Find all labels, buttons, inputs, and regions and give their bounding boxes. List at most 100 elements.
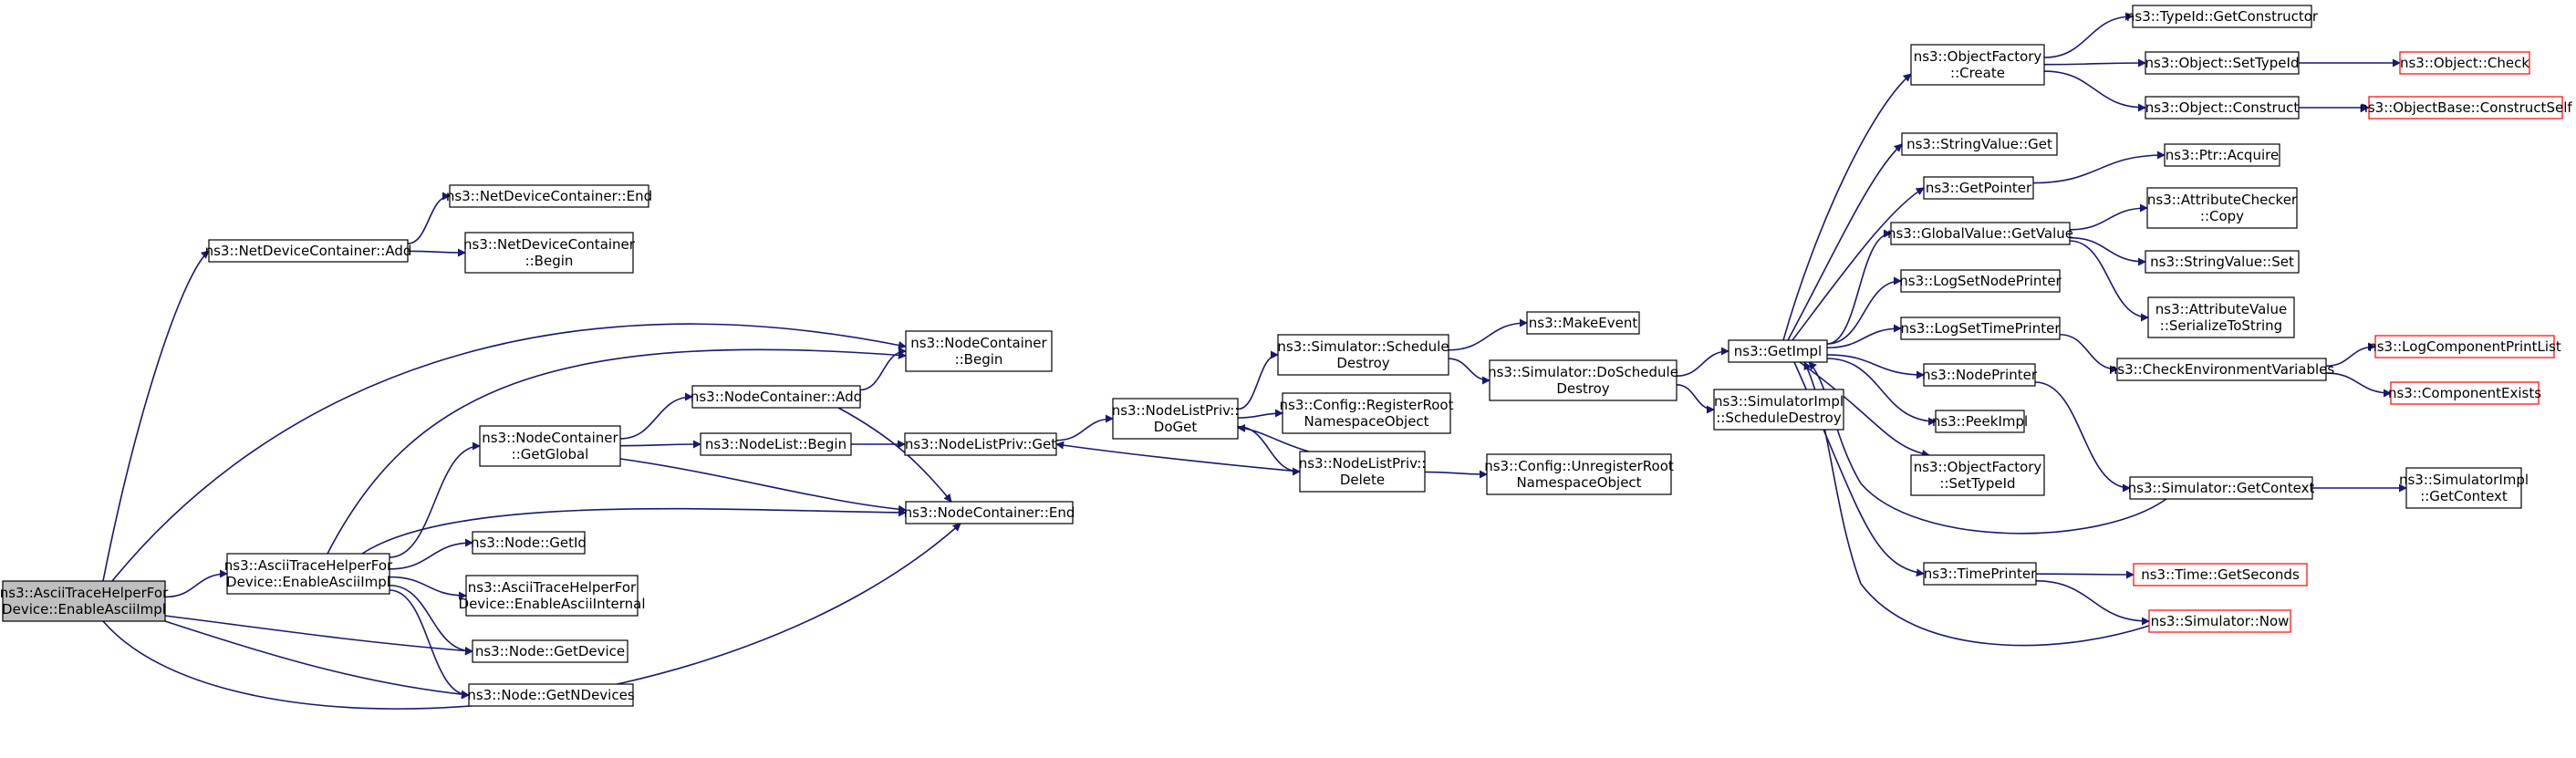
node-label-line: ::Begin	[525, 253, 574, 269]
graph-node-nlp-doget[interactable]: ns3::NodeListPriv::DoGet	[1112, 398, 1240, 440]
graph-node-node-getndevices[interactable]: ns3::Node::GetNDevices	[467, 683, 635, 707]
graph-node-nodeprinter[interactable]: ns3::NodePrinter	[1922, 363, 2038, 387]
node-label-line: ns3::AsciiTraceHelperFor	[0, 585, 169, 601]
node-box	[2148, 609, 2291, 633]
graph-node-simimpl-getcontext[interactable]: ns3::SimulatorImpl::GetContext	[2399, 467, 2529, 509]
node-box	[226, 553, 390, 595]
node-box	[1923, 363, 2036, 387]
node-label-line: ns3::Node::GetNDevices	[467, 687, 634, 703]
graph-node-ath-internal[interactable]: ns3::AsciiTraceHelperForDevice::EnableAs…	[459, 575, 646, 617]
node-label-line: ns3::NetDeviceContainer	[463, 236, 636, 253]
graph-node-attrchecker-copy[interactable]: ns3::AttributeChecker::Copy	[2146, 187, 2298, 229]
graph-node-logsetnodeprinter[interactable]: ns3::LogSetNodePrinter	[1899, 269, 2062, 293]
node-label-line: ns3::AttributeValue	[2155, 301, 2287, 317]
node-label-line: ns3::Simulator::DoSchedule	[1488, 364, 1678, 380]
graph-node-componentexists[interactable]: ns3::ComponentExists	[2388, 381, 2541, 405]
node-layer: ns3::AsciiTraceHelperForDevice::EnableAs…	[0, 5, 2572, 707]
graph-node-stringvalue-set[interactable]: ns3::StringValue::Set	[2145, 250, 2300, 274]
node-box	[1923, 562, 2037, 586]
graph-node-nc-begin[interactable]: ns3::NodeContainer::Begin	[905, 330, 1053, 372]
graph-node-peekimpl[interactable]: ns3::PeekImpl	[1932, 410, 2028, 433]
node-box	[449, 184, 649, 208]
call-edge-ath_impl-to-node_getndevices	[389, 589, 470, 700]
node-box	[468, 683, 634, 707]
graph-node-ath-impl[interactable]: ns3::AsciiTraceHelperForDevice::EnableAs…	[224, 553, 393, 595]
call-edge-globalvalue_getvalue-to-attrvalue_serialize	[2069, 240, 2149, 322]
graph-node-object-settypeid[interactable]: ns3::Object::SetTypeId	[2145, 51, 2300, 75]
node-box	[700, 432, 852, 456]
node-label-line: ns3::NodeListPriv::	[1299, 455, 1427, 472]
graph-node-sim-getcontext[interactable]: ns3::Simulator::GetContext	[2128, 476, 2315, 500]
graph-node-getimpl[interactable]: ns3::GetImpl	[1728, 339, 1828, 363]
node-label-line: ns3::ObjectFactory	[1914, 48, 2042, 65]
node-label-line: ns3::Config::UnregisterRoot	[1484, 458, 1674, 474]
graph-node-time-getseconds[interactable]: ns3::Time::GetSeconds	[2133, 563, 2308, 587]
graph-node-ndc-end[interactable]: ns3::NetDeviceContainer::End	[446, 184, 652, 208]
graph-node-typeid-getconstructor[interactable]: ns3::TypeId::GetConstructor	[2126, 5, 2319, 28]
node-box	[2147, 296, 2295, 338]
graph-node-simimpl-scheddestroy[interactable]: ns3::SimulatorImpl::ScheduleDestroy	[1713, 389, 1844, 431]
graph-node-stringvalue-get[interactable]: ns3::StringValue::Get	[1901, 132, 2058, 156]
graph-node-object-construct[interactable]: ns3::Object::Construct	[2145, 96, 2300, 119]
graph-node-objfactory-create[interactable]: ns3::ObjectFactory::Create	[1910, 44, 2045, 86]
graph-node-root[interactable]: ns3::AsciiTraceHelperForDevice::EnableAs…	[0, 580, 169, 622]
graph-node-sim-scheddestroy[interactable]: ns3::Simulator::ScheduleDestroy	[1277, 334, 1449, 376]
graph-node-logcomponentprintlist[interactable]: ns3::LogComponentPrintList	[2368, 335, 2561, 358]
node-label-line: ns3::Node::GetId	[471, 535, 587, 551]
graph-node-nc-end[interactable]: ns3::NodeContainer::End	[904, 501, 1075, 524]
graph-node-nc-getglobal[interactable]: ns3::NodeContainer::GetGlobal	[479, 425, 621, 467]
graph-node-objectbase-constructself[interactable]: ns3::ObjectBase::ConstructSelf	[2359, 96, 2572, 119]
call-edge-root-to-ath_impl	[164, 569, 228, 598]
call-edge-nc_add-to-nc_begin	[859, 347, 907, 391]
call-edge-getimpl-to-globalvalue_getvalue	[1826, 229, 1892, 345]
node-box	[2164, 143, 2280, 167]
node-box	[2129, 476, 2313, 500]
call-edge-sim_scheddestroy-to-sim_doscheddestroy	[1448, 358, 1491, 385]
node-label-line: Delete	[1340, 472, 1385, 488]
graph-node-nc-add[interactable]: ns3::NodeContainer::Add	[691, 385, 862, 409]
graph-node-globalvalue-getvalue[interactable]: ns3::GlobalValue::GetValue	[1887, 222, 2073, 245]
node-box	[464, 232, 634, 274]
node-label-line: ns3::Object::Construct	[2145, 99, 2300, 116]
call-edge-sim_doscheddestroy-to-simimpl_scheddestroy	[1676, 384, 1715, 414]
graph-node-node-getid[interactable]: ns3::Node::GetId	[471, 531, 587, 555]
node-label-line: ns3::NodeContainer::Add	[691, 389, 862, 405]
node-label-line: NamespaceObject	[1516, 474, 1641, 491]
node-box	[1910, 454, 2045, 496]
node-label-line: ns3::LogSetNodePrinter	[1899, 273, 2062, 289]
graph-node-logsettimeprinter[interactable]: ns3::LogSetTimePrinter	[1900, 317, 2061, 340]
graph-node-cfg-unregister[interactable]: ns3::Config::UnregisterRootNamespaceObje…	[1484, 453, 1674, 495]
graph-node-timeprinter[interactable]: ns3::TimePrinter	[1923, 562, 2037, 586]
call-edge-objfactory_create-to-object_construct	[2043, 70, 2146, 112]
graph-node-objfactory-settypeid[interactable]: ns3::ObjectFactory::SetTypeId	[1910, 454, 2045, 496]
graph-node-nodelist-begin[interactable]: ns3::NodeList::Begin	[700, 432, 852, 456]
graph-node-getpointer[interactable]: ns3::GetPointer	[1923, 176, 2034, 200]
node-label-line: ns3::NodeContainer	[482, 430, 618, 446]
call-edge-getpointer-to-ptr_acquire	[2032, 151, 2166, 184]
graph-node-ndc-begin[interactable]: ns3::NetDeviceContainer::Begin	[463, 232, 636, 274]
graph-node-ptr-acquire[interactable]: ns3::Ptr::Acquire	[2164, 143, 2280, 167]
graph-node-attrvalue-serialize[interactable]: ns3::AttributeValue::SerializeToString	[2147, 296, 2295, 338]
call-edge-nlp_delete-to-nlp_get	[1055, 441, 1301, 472]
node-box	[479, 425, 621, 467]
node-label-line: ns3::LogComponentPrintList	[2368, 338, 2561, 355]
call-edge-timeprinter-to-sim_now	[2035, 580, 2150, 626]
graph-node-sim-now[interactable]: ns3::Simulator::Now	[2148, 609, 2291, 633]
node-box	[1282, 392, 1451, 434]
graph-node-node-getdevice[interactable]: ns3::Node::GetDevice	[472, 639, 628, 663]
node-box	[1900, 317, 2061, 340]
graph-node-object-check[interactable]: ns3::Object::Check	[2399, 51, 2530, 75]
call-edge-nc_getglobal-to-nodelist_begin	[619, 440, 701, 449]
graph-node-ndc-add[interactable]: ns3::NetDeviceContainer::Add	[205, 239, 412, 263]
node-box	[1910, 44, 2045, 86]
node-box	[2145, 51, 2300, 75]
call-edge-checkenv-to-logcomponentprintlist	[2325, 342, 2376, 368]
graph-node-makeevent[interactable]: ns3::MakeEvent	[1526, 311, 1640, 335]
node-label-line: ns3::PeekImpl	[1932, 413, 2028, 430]
graph-node-checkenv[interactable]: ns3::CheckEnvironmentVariables	[2109, 358, 2335, 381]
graph-node-nlp-get[interactable]: ns3::NodeListPriv::Get	[904, 432, 1057, 456]
call-edge-globalvalue_getvalue-to-attrchecker_copy	[2069, 203, 2148, 231]
graph-node-nlp-delete[interactable]: ns3::NodeListPriv::Delete	[1299, 451, 1427, 493]
